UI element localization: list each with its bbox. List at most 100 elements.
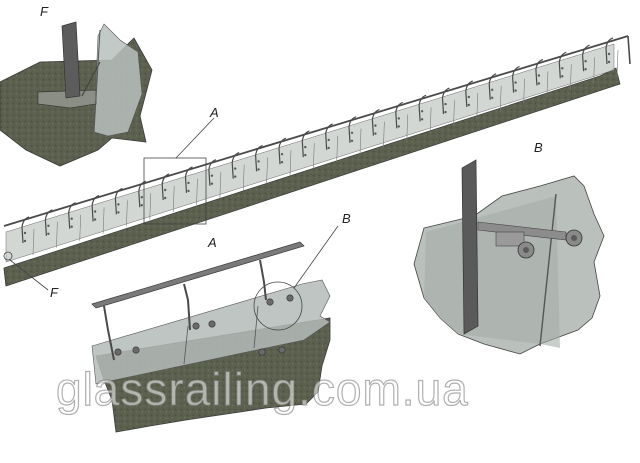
main-fitting [234,167,237,170]
main-glass-seam [523,78,525,105]
main-fitting [210,174,214,177]
main-fitting [257,168,260,171]
main-foundation-edge [3,267,7,287]
main-fitting [304,145,307,149]
main-fitting [117,203,120,206]
detail-a-post-3 [259,259,267,301]
main-fitting [210,182,214,185]
main-glass-band [5,43,615,263]
detail-f [0,21,153,167]
main-fitting [140,204,143,207]
main-fitting [607,60,611,64]
callout-a-box [143,157,207,225]
main-fitting [23,239,27,243]
detail-a-handrail [91,241,305,309]
main-glass-seam [499,85,502,112]
main-fitting [491,96,494,100]
main-fitting [374,124,377,127]
main-fitting [491,88,494,92]
detail-f-title: F [40,4,48,19]
detail-a-fitting [192,322,200,330]
main-fitting [397,117,400,120]
main-fitting [70,225,73,228]
main-fitting [561,67,564,70]
main-fitting [444,110,447,114]
main-glass-seam [359,128,362,155]
main-glass-seam [336,135,338,162]
detail-a-fittings [114,294,294,356]
callout-b-label: B [342,211,351,226]
main-glass-seam [616,49,619,77]
detail-b-title: B [534,140,543,155]
detail-b-glass-front [424,196,560,348]
detail-f-bracket [81,61,101,97]
detail-f-glass [93,23,143,137]
main-fitting [304,153,307,157]
main-fitting [327,138,330,142]
main-railing [3,35,631,287]
detail-a-fitting [258,348,266,356]
main-end-post [627,35,631,65]
main-fitting [537,82,541,85]
main-fitting [280,153,284,156]
main-fitting [350,131,354,134]
detail-b-clamp-1 [495,231,525,247]
main-fitting [47,232,50,235]
detail-a-post-1 [103,305,115,361]
main-glass-seam [32,228,35,256]
detail-a-glass-seam-2 [253,305,259,349]
main-glass-seam [242,164,245,191]
main-glass-seam [546,71,549,98]
callout-f-label: F [50,285,58,300]
callout-b-leader [293,225,339,289]
detail-a-fitting [208,320,216,328]
main-fitting [561,75,564,78]
detail-a-glass-seam-1 [183,325,189,365]
main-fitting [514,81,517,84]
main-fitting [537,74,541,77]
main-glass-seam [126,200,128,227]
detail-a-fitting [266,298,274,306]
main-glass-seam [149,193,152,220]
detail-b-post [461,159,479,335]
detail-a-fitting [114,348,122,356]
main-fitting [350,139,354,142]
main-fitting [47,224,50,227]
detail-a-fitting [132,346,140,354]
main-fitting [23,231,27,235]
main-fitting [420,118,424,121]
detail-b [413,159,605,355]
main-glass-seam [172,185,175,213]
callout-f-marker [3,251,13,261]
main-fitting [164,188,167,192]
detail-b-bolt-1-center [523,247,529,253]
detail-a-glass [91,279,331,385]
watermark: glassrailing.com.ua [55,362,469,415]
detail-b-glass-edge [539,193,557,347]
main-glass-seam [289,150,292,177]
main-fitting [584,68,587,71]
main-glass-seam [570,64,572,91]
callout-f-leader [9,259,49,291]
main-fitting [234,175,237,178]
main-glass-seam [453,100,455,127]
main-glass-seam [102,207,105,234]
main-glass-seam [593,57,595,84]
detail-f-base-plate [37,89,97,109]
main-fitting [467,95,470,99]
main-glass-seam [196,178,198,205]
main-glass-seam [56,221,58,248]
main-fitting [93,210,97,213]
detail-a-title: A [208,235,217,250]
main-fitting [467,103,470,107]
main-handrail [3,35,629,227]
main-fitting [93,218,97,221]
main-fitting [327,146,330,150]
main-glass-seam [383,121,385,148]
main-glass-seam [406,114,409,141]
callout-a-label: A [210,105,219,120]
main-glass-seam [266,157,268,184]
detail-a-fitting [278,346,286,354]
detail-a-fitting [286,294,294,302]
